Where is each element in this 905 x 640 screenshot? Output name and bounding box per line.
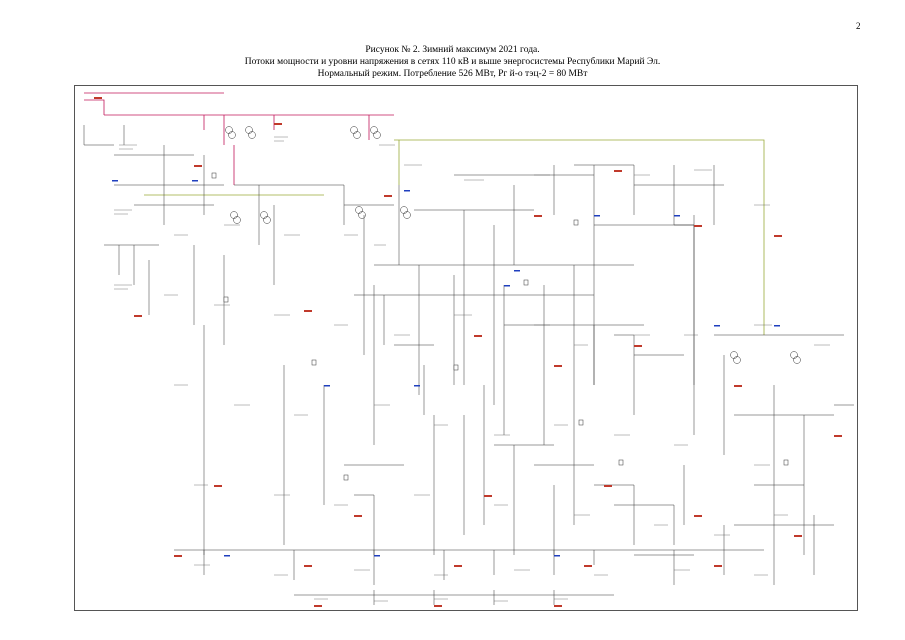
voltage-tags [94,97,842,607]
bus-markers [112,180,780,557]
annotation-marks [114,136,830,602]
figure-title-line-3: Нормальный режим. Потребление 526 МВт, Р… [317,69,588,79]
lines-220kv [84,92,394,185]
diagram-frame [74,85,858,611]
lines-500kv [144,139,765,335]
switches [211,172,789,481]
page-number: 2 [856,21,861,31]
lines-110kv [83,125,854,605]
power-grid-scheme [83,92,854,607]
figure-title-line-1: Рисунок № 2. Зимний максимум 2021 года. [365,45,540,55]
transformers [225,126,801,364]
figure-title-line-2: Потоки мощности и уровни напряжения в се… [244,57,661,67]
